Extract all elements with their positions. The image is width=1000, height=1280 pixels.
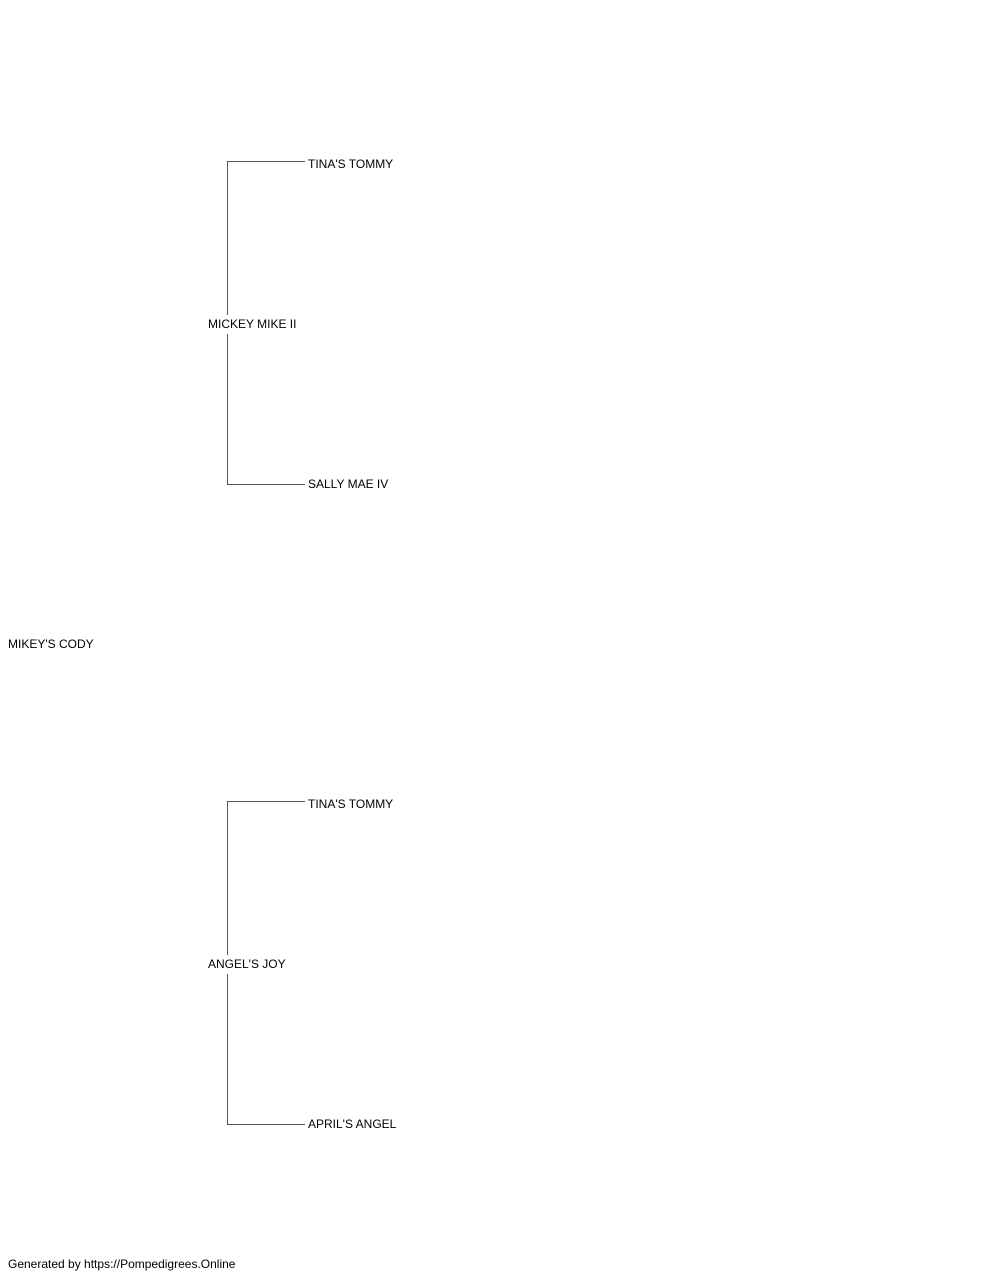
sire-dam-name: SALLY MAE IV [308, 477, 389, 491]
sire-connector-upper [227, 161, 228, 315]
subject-name: MIKEY'S CODY [8, 637, 94, 651]
sire-name: MICKEY MIKE II [208, 317, 297, 331]
sire-sire-name: TINA'S TOMMY [308, 157, 394, 171]
dam-connector-upper [227, 801, 228, 955]
sire-dam-connector [227, 484, 305, 485]
sire-sire-connector [227, 161, 305, 162]
generated-by-footer: Generated by https://Pompedigrees.Online [8, 1257, 236, 1271]
dam-sire-name: TINA'S TOMMY [308, 797, 394, 811]
dam-sire-connector [227, 801, 305, 802]
sire-connector-lower [227, 334, 228, 484]
dam-name: ANGEL'S JOY [208, 957, 286, 971]
dam-connector-lower [227, 974, 228, 1124]
dam-dam-connector [227, 1124, 305, 1125]
dam-dam-name: APRIL'S ANGEL [308, 1117, 397, 1131]
